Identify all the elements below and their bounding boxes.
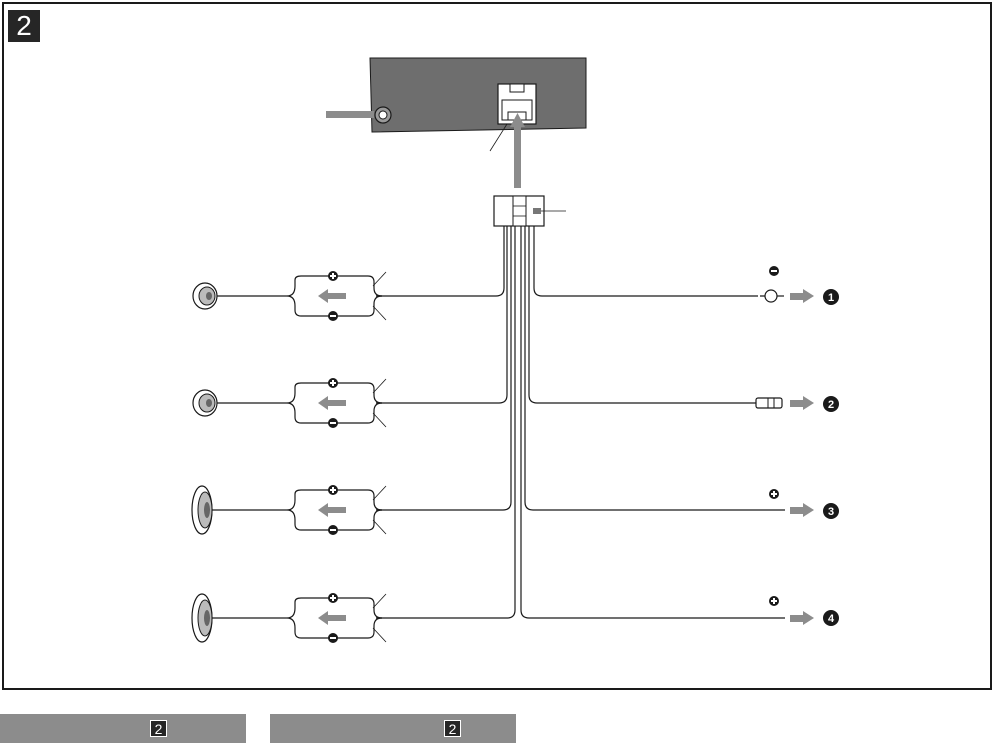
- plus-terminal: [769, 489, 779, 499]
- output-number-2: 2: [823, 396, 839, 412]
- output-number-1: 1: [823, 289, 839, 305]
- plus-icon: [328, 485, 338, 495]
- speaker-group: [192, 593, 386, 643]
- connector-arrow: [510, 113, 525, 188]
- svg-text:1: 1: [828, 292, 834, 304]
- output-arrow: [790, 289, 814, 303]
- minus-icon: [328, 633, 338, 643]
- output-arrow: [790, 396, 814, 410]
- ground-terminal: [760, 266, 784, 302]
- minus-icon: [328, 525, 338, 535]
- minus-icon: [328, 311, 338, 321]
- plus-icon: [328, 593, 338, 603]
- signal-arrow: [318, 396, 346, 410]
- oval-speaker-icon: [192, 486, 212, 534]
- signal-arrow: [318, 289, 346, 303]
- leader-line: [373, 628, 386, 642]
- antenna-jack: [375, 107, 391, 123]
- leader-line: [373, 306, 386, 320]
- wire-bundle: [376, 226, 785, 618]
- output-number-4: 4: [823, 610, 839, 626]
- speaker-group: [193, 271, 386, 321]
- plus-terminal: [769, 596, 779, 606]
- wiring-diagram: 1 2 3 4: [0, 0, 996, 700]
- tab-figure-badge: 2: [150, 720, 167, 737]
- round-speaker-icon: [193, 390, 217, 416]
- signal-arrow: [318, 503, 346, 517]
- speaker-group: [192, 485, 386, 535]
- output-number-3: 3: [823, 503, 839, 519]
- minus-icon: [328, 418, 338, 428]
- speaker-group: [193, 378, 386, 428]
- output-arrow: [790, 611, 814, 625]
- footer-tab: 2: [270, 714, 516, 743]
- output-arrow: [790, 503, 814, 517]
- plus-icon: [328, 271, 338, 281]
- footer-tab: 2: [0, 714, 246, 743]
- signal-arrow: [318, 611, 346, 625]
- leader-line: [373, 272, 386, 286]
- leader-line: [373, 594, 386, 608]
- leader-line: [373, 520, 386, 534]
- svg-text:4: 4: [828, 613, 835, 625]
- head-unit: [370, 58, 586, 132]
- bullet-connector: [756, 398, 782, 408]
- svg-text:3: 3: [828, 506, 834, 518]
- plus-icon: [328, 378, 338, 388]
- leader-line: [373, 413, 386, 427]
- tab-figure-badge: 2: [444, 720, 461, 737]
- antenna-arrow: [326, 111, 374, 118]
- leader-line: [373, 379, 386, 393]
- round-speaker-icon: [193, 283, 217, 309]
- leader-line: [373, 486, 386, 500]
- oval-speaker-icon: [192, 594, 212, 642]
- svg-text:2: 2: [828, 399, 834, 411]
- harness-connector: [494, 196, 544, 226]
